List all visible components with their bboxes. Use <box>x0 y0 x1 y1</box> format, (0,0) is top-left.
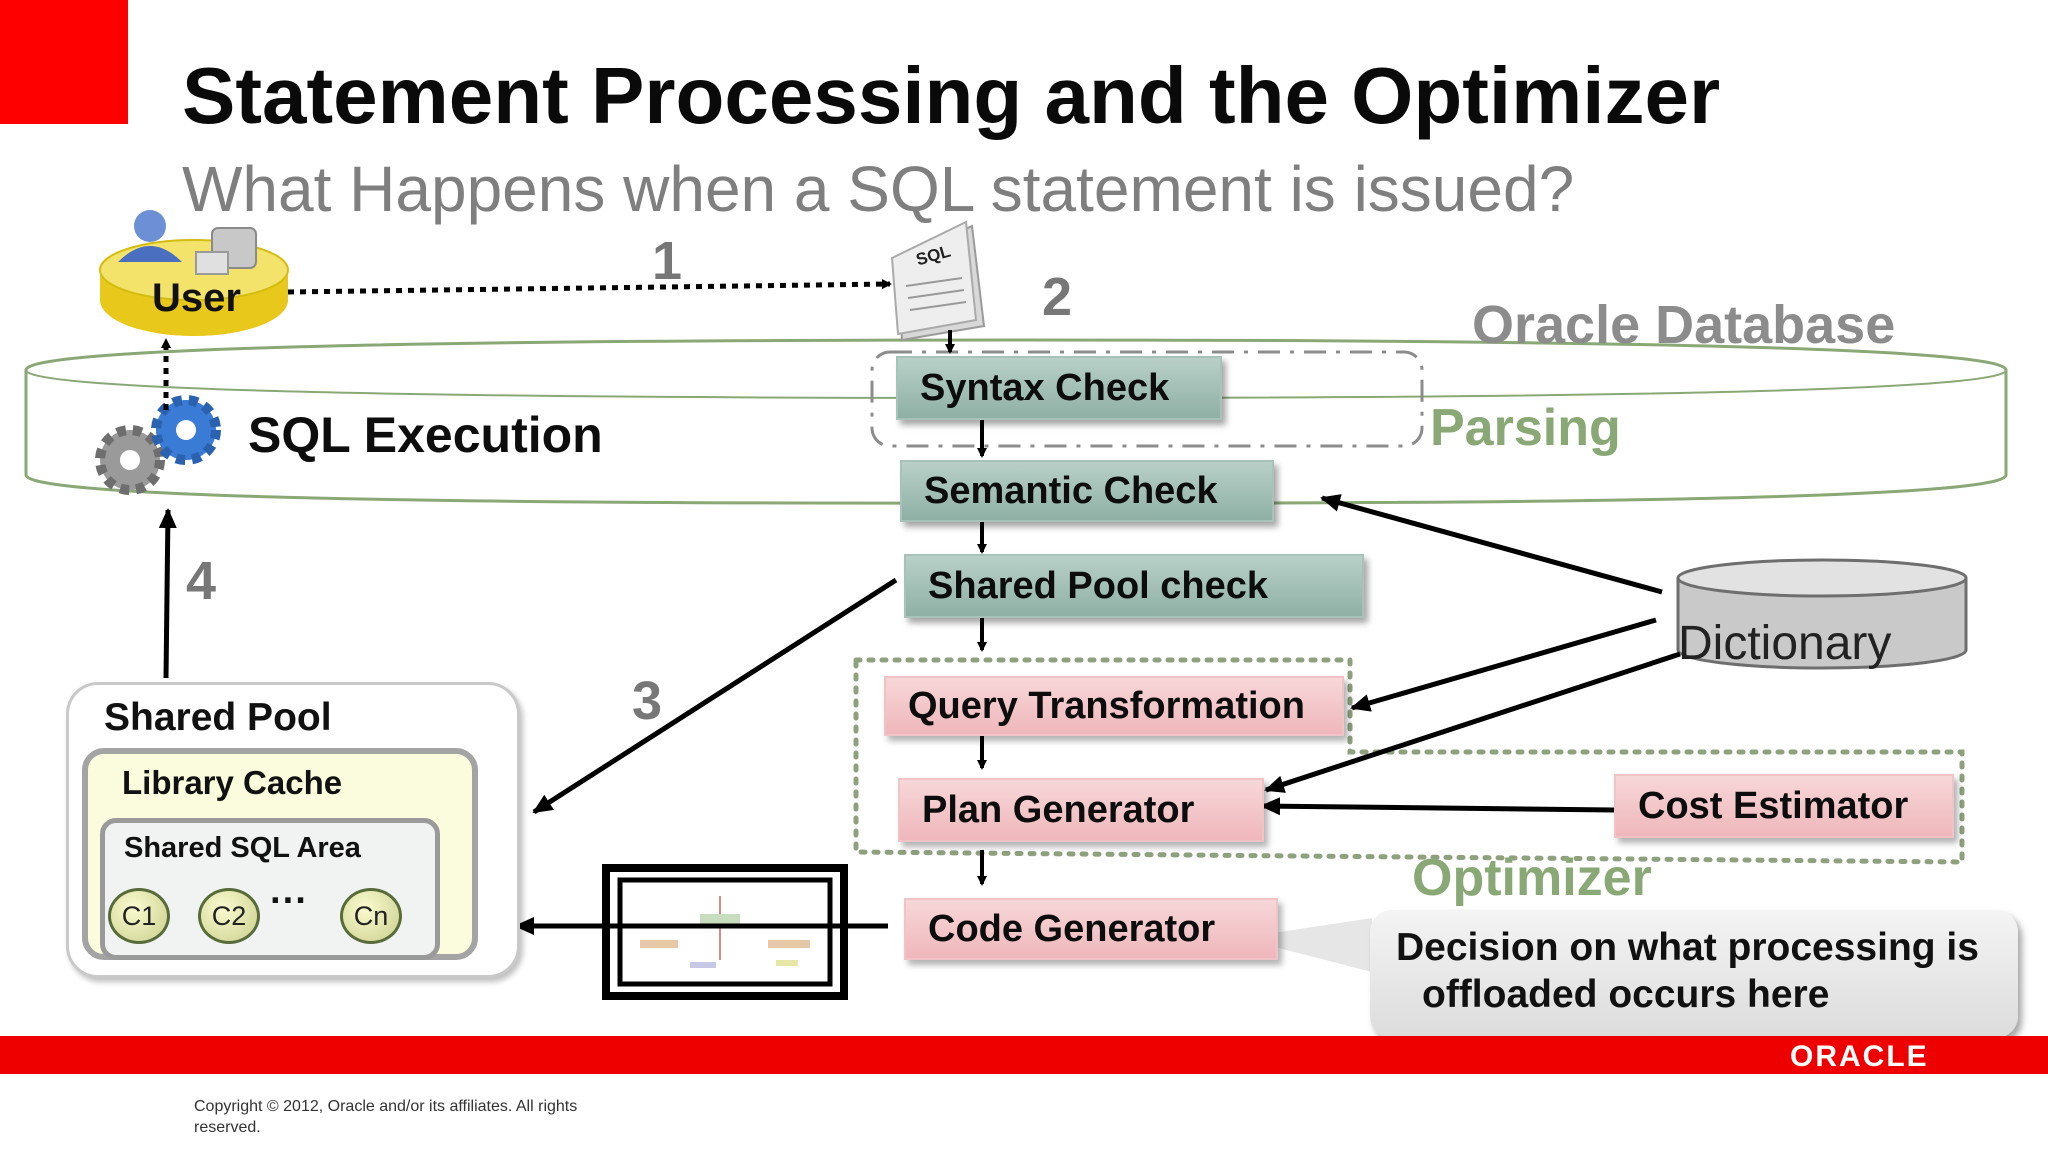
dictionary-cylinder <box>1676 558 1968 670</box>
optimizer-label: Optimizer <box>1412 849 1652 907</box>
offload-callout-text: Decision on what processing is offloaded… <box>1396 924 1979 1018</box>
slide-title: Statement Processing and the Optimizer <box>182 51 1721 140</box>
arrow-dictionary-to-semantic <box>1320 494 1663 595</box>
parsing-region <box>870 350 1424 448</box>
oracle-logo: ORACLE <box>1790 1040 1929 1073</box>
flow-arrows <box>158 279 1681 935</box>
semantic-check-box: Semantic Check <box>900 460 1274 522</box>
sql-execution-label: SQL Execution <box>248 407 603 463</box>
footer-red-bar <box>0 1036 2048 1074</box>
user-label: User <box>152 276 241 320</box>
brand-corner-block <box>0 0 128 124</box>
callout-pointer <box>1240 918 1372 972</box>
step-4-label: 4 <box>186 551 217 611</box>
dictionary-label: Dictionary <box>1678 617 1892 670</box>
shared-sql-area-label: Shared SQL Area <box>124 832 361 864</box>
cursor-cn: Cn <box>340 888 402 944</box>
callout-line-1: Decision on what processing is <box>1396 926 1979 969</box>
sql-document-icon <box>890 220 986 342</box>
syntax-check-box: Syntax Check <box>896 356 1222 420</box>
step-2-label: 2 <box>1042 267 1073 327</box>
gears-icon <box>95 395 221 495</box>
user-icon <box>99 210 289 336</box>
cursor-ellipsis: ··· <box>270 880 308 922</box>
arrow-dictionary-to-plangen <box>1264 651 1681 793</box>
execution-plan-thumbnail <box>602 864 848 1000</box>
arrow-cost-to-plangen <box>1260 797 1615 816</box>
plan-generator-box: Plan Generator <box>898 778 1264 842</box>
step-1-label: 1 <box>652 231 683 291</box>
code-generator-box: Code Generator <box>904 898 1278 960</box>
cursor-c1: C1 <box>108 888 170 944</box>
arrow-sharedpool-check-to-sharedpool <box>532 577 898 815</box>
shared-pool-title: Shared Pool <box>104 696 332 739</box>
query-transformation-box: Query Transformation <box>884 676 1344 736</box>
cursor-c2: C2 <box>198 888 260 944</box>
arrow-dictionary-to-querytrans <box>1350 617 1657 712</box>
oracle-database-label: Oracle Database <box>1472 295 1896 355</box>
cost-estimator-box: Cost Estimator <box>1614 774 1954 838</box>
shared-pool-check-box: Shared Pool check <box>904 554 1364 618</box>
library-cache-label: Library Cache <box>122 764 343 801</box>
arrow-sharedpool-to-execution <box>158 508 177 679</box>
copyright-text: Copyright © 2012, Oracle and/or its affi… <box>194 1098 578 1136</box>
arrow-user-to-sql <box>287 279 892 295</box>
step-3-label: 3 <box>632 671 663 731</box>
slide-subtitle: What Happens when a SQL statement is iss… <box>182 153 1575 225</box>
optimizer-region <box>853 657 1965 865</box>
callout-line-2: offloaded occurs here <box>1422 973 1830 1016</box>
parsing-label: Parsing <box>1430 399 1621 457</box>
offload-callout <box>1370 910 2018 1038</box>
